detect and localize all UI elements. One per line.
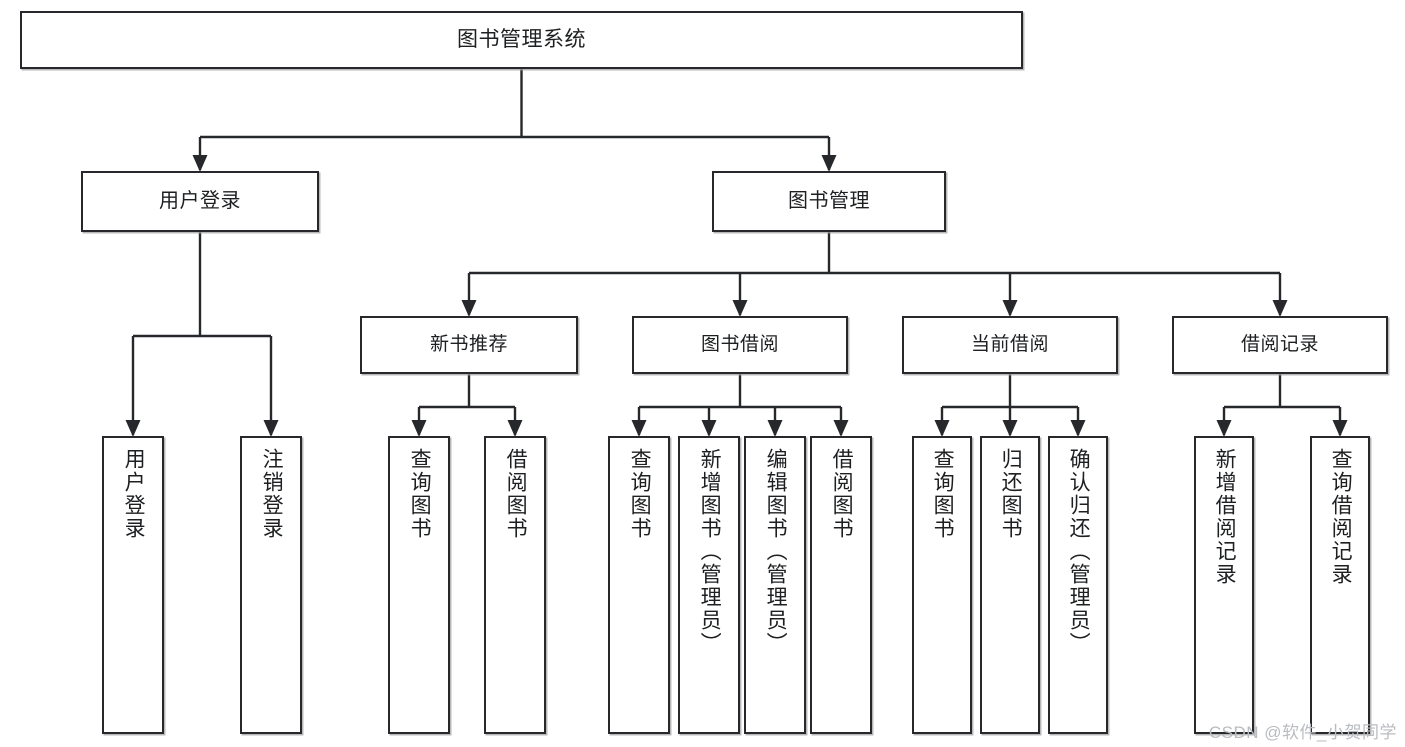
node-label-leaf-query-record: 查询借阅记录 (1329, 448, 1353, 586)
arrow-head-icon-leaf-add-record (1216, 420, 1232, 437)
arrow-head-icon-leaf-query-book-1 (411, 420, 427, 437)
arrow-head-icon-leaf-borrow-book-1 (507, 420, 523, 437)
node-leaf-query-book-3[interactable]: 查询图书 (912, 436, 972, 734)
arrow-head-icon-leaf-borrow-book-2 (833, 420, 849, 437)
arrow-head-icon-leaf-add-book (701, 420, 717, 437)
arrow-head-icon-book-borrow (732, 300, 748, 317)
node-label-book-borrow: 图书借阅 (700, 334, 779, 356)
arrow-head-icon-current-borrow (1002, 300, 1018, 317)
arrow-head-icon-book-manage (821, 155, 837, 172)
node-leaf-borrow-book-2[interactable]: 借阅图书 (810, 436, 872, 734)
node-book-borrow[interactable]: 图书借阅 (632, 316, 848, 374)
node-leaf-user-logout[interactable]: 注销登录 (240, 436, 302, 734)
watermark-label: CSDN @软件_小贺同学 (1208, 723, 1397, 742)
arrow-head-icon-user-login (192, 155, 208, 172)
node-label-leaf-user-login: 用户登录 (122, 448, 146, 540)
node-leaf-query-record[interactable]: 查询借阅记录 (1310, 436, 1370, 734)
node-label-leaf-borrow-book-2: 借阅图书 (830, 448, 854, 540)
arrow-head-icon-leaf-user-logout (263, 420, 279, 437)
node-leaf-borrow-book-1[interactable]: 借阅图书 (484, 436, 546, 734)
arrow-head-icon-leaf-query-record (1332, 420, 1348, 437)
node-current-borrow[interactable]: 当前借阅 (902, 316, 1118, 374)
node-user-login[interactable]: 用户登录 (81, 171, 319, 232)
node-label-leaf-user-logout: 注销登录 (260, 448, 284, 540)
arrow-head-icon-borrow-record (1272, 300, 1288, 317)
node-root[interactable]: 图书管理系统 (20, 11, 1023, 69)
node-leaf-query-book-2[interactable]: 查询图书 (608, 436, 670, 734)
arrow-head-icon-leaf-edit-book (767, 420, 783, 437)
node-label-leaf-borrow-book-1: 借阅图书 (504, 448, 528, 540)
node-leaf-confirm-return[interactable]: 确认归还（管理员） (1048, 436, 1108, 734)
node-label-leaf-edit-book: 编辑图书（管理员） (764, 448, 788, 655)
node-label-root: 图书管理系统 (457, 28, 586, 52)
node-label-leaf-query-book-2: 查询图书 (628, 448, 652, 540)
arrow-head-icon-leaf-confirm-return (1070, 420, 1086, 437)
node-label-leaf-confirm-return: 确认归还（管理员） (1067, 448, 1091, 655)
node-label-borrow-record: 借阅记录 (1240, 334, 1319, 356)
arrow-head-icon-leaf-user-login (125, 420, 141, 437)
node-leaf-add-record[interactable]: 新增借阅记录 (1194, 436, 1254, 734)
arrow-head-icon-leaf-query-book-3 (934, 420, 950, 437)
node-label-user-login: 用户登录 (159, 190, 241, 213)
node-leaf-query-book-1[interactable]: 查询图书 (388, 436, 450, 734)
node-label-leaf-query-book-3: 查询图书 (931, 448, 955, 540)
node-label-leaf-return-book: 归还图书 (999, 448, 1023, 540)
node-label-leaf-add-record: 新增借阅记录 (1213, 448, 1237, 586)
node-leaf-return-book[interactable]: 归还图书 (980, 436, 1040, 734)
node-label-book-manage: 图书管理 (788, 190, 870, 213)
node-book-manage[interactable]: 图书管理 (712, 171, 946, 232)
arrow-head-icon-leaf-return-book (1002, 420, 1018, 437)
node-leaf-add-book[interactable]: 新增图书（管理员） (678, 436, 740, 734)
node-label-new-book-recommend: 新书推荐 (429, 334, 508, 356)
arrow-head-icon-leaf-query-book-2 (631, 420, 647, 437)
node-borrow-record[interactable]: 借阅记录 (1172, 316, 1388, 374)
node-new-book-recommend[interactable]: 新书推荐 (360, 316, 578, 374)
node-label-leaf-query-book-1: 查询图书 (408, 448, 432, 540)
node-leaf-user-login[interactable]: 用户登录 (102, 436, 164, 734)
arrow-head-icon-new-book-recommend (461, 300, 477, 317)
node-label-leaf-add-book: 新增图书（管理员） (698, 448, 722, 655)
node-label-current-borrow: 当前借阅 (970, 334, 1049, 356)
node-leaf-edit-book[interactable]: 编辑图书（管理员） (744, 436, 806, 734)
